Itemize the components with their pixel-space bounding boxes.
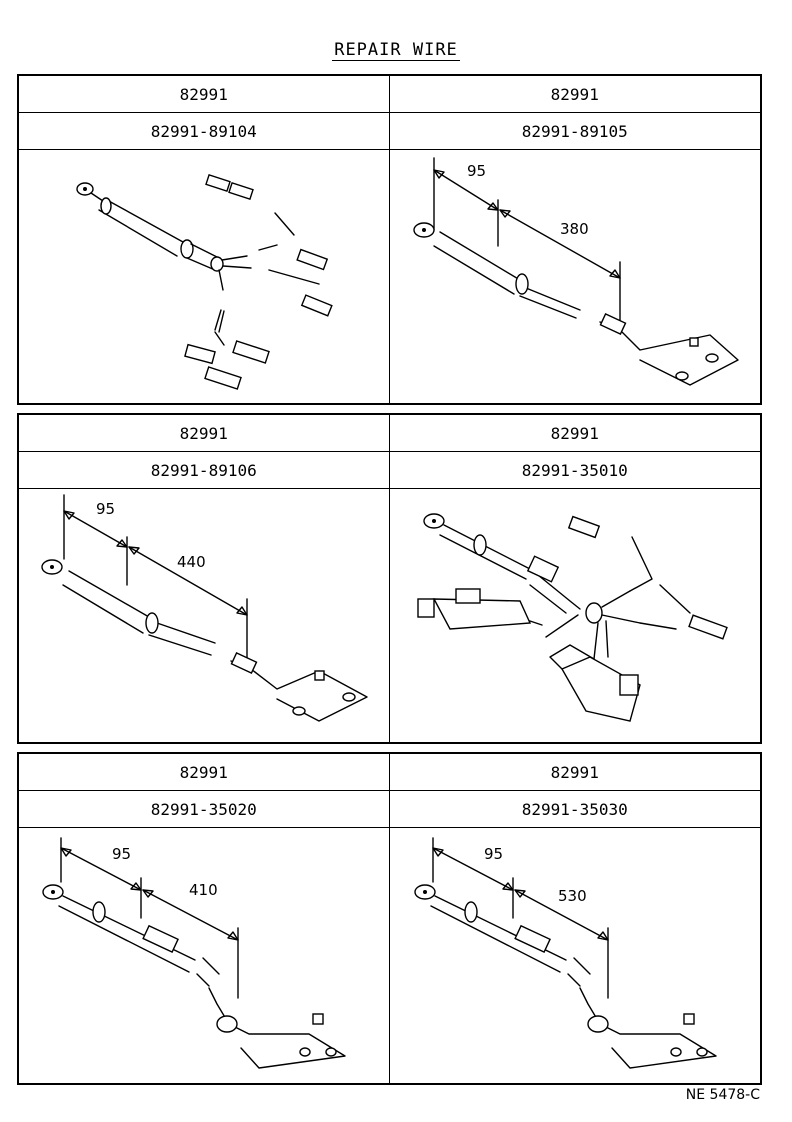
page-title: REPAIR WIRE bbox=[332, 40, 460, 61]
part-number: 82991-35020 bbox=[19, 791, 389, 828]
panel-row-1: 82991 82991-89104 bbox=[17, 74, 762, 405]
panel-row-2: 82991 82991-89106 95 440 82991 82991-350… bbox=[17, 413, 762, 744]
panel-row-3: 82991 82991-35020 95 410 82991 82991-350… bbox=[17, 752, 762, 1085]
harness-drawing: 95 410 bbox=[42, 837, 346, 1069]
part-number: 82991-35030 bbox=[389, 791, 760, 828]
panel-35020[interactable]: 82991 82991-35020 95 410 bbox=[19, 754, 390, 1083]
dim-95: 95 bbox=[484, 845, 503, 863]
part-number: 82991-89104 bbox=[19, 113, 389, 150]
harness-drawing: 95 440 bbox=[41, 494, 368, 722]
harness-drawing: 95 530 bbox=[413, 837, 717, 1069]
panel-89106[interactable]: 82991 82991-89106 95 440 bbox=[19, 415, 390, 742]
dim-410: 410 bbox=[189, 881, 218, 899]
group-number: 82991 bbox=[389, 76, 760, 113]
part-number: 82991-89105 bbox=[389, 113, 760, 150]
dim-95: 95 bbox=[467, 162, 486, 180]
panel-35010[interactable]: 82991 82991-35010 bbox=[389, 415, 760, 742]
dim-95: 95 bbox=[112, 845, 131, 863]
harness-drawing bbox=[76, 173, 333, 390]
group-number: 82991 bbox=[19, 415, 389, 452]
dim-380: 380 bbox=[560, 220, 589, 238]
figure-reference: NE 5478-C bbox=[685, 1087, 760, 1103]
dim-530: 530 bbox=[558, 887, 587, 905]
panel-89105[interactable]: 82991 82991-89105 95 380 bbox=[389, 76, 760, 403]
group-number: 82991 bbox=[389, 754, 760, 791]
group-number: 82991 bbox=[19, 754, 389, 791]
group-number: 82991 bbox=[19, 76, 389, 113]
dim-440: 440 bbox=[177, 553, 206, 571]
part-number: 82991-89106 bbox=[19, 452, 389, 489]
harness-drawing: 95 380 bbox=[412, 157, 739, 386]
panel-89104[interactable]: 82991 82991-89104 bbox=[19, 76, 390, 403]
group-number: 82991 bbox=[389, 415, 760, 452]
harness-drawing bbox=[416, 513, 728, 722]
panel-35030[interactable]: 82991 82991-35030 95 530 bbox=[389, 754, 760, 1083]
dim-95: 95 bbox=[96, 500, 115, 518]
part-number: 82991-35010 bbox=[389, 452, 760, 489]
